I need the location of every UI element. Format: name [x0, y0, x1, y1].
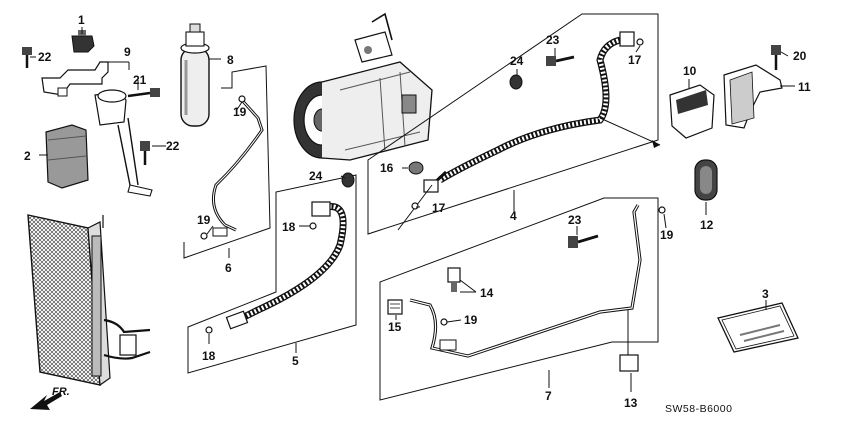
oring-17-upper [636, 38, 644, 46]
receiver-bracket [41, 61, 153, 197]
callout-22-lower: 22 [166, 139, 180, 153]
callout-18-upper: 18 [282, 220, 296, 234]
callout-17-lower: 17 [432, 201, 446, 215]
bolt-21 [127, 88, 160, 98]
callout-20: 20 [793, 49, 807, 63]
grommet-24-lower [341, 172, 355, 188]
grommet-24-upper [509, 74, 523, 90]
compressor [293, 12, 433, 161]
callout-5: 5 [292, 354, 299, 368]
switch-14 [447, 267, 461, 292]
callout-23-lower: 23 [568, 213, 582, 227]
callout-22-upper: 22 [38, 50, 52, 64]
oring-18-upper [309, 222, 317, 230]
callout-3: 3 [762, 287, 769, 301]
callout-10: 10 [683, 64, 697, 78]
cover-10 [669, 84, 715, 139]
callout-18-lower: 18 [202, 349, 216, 363]
front-direction-arrow: FR. [30, 386, 70, 410]
oring-19-upper [238, 95, 246, 103]
callout-1: 1 [78, 13, 85, 27]
group-box-4 [367, 13, 659, 235]
callout-24-lower: 24 [309, 169, 323, 183]
callout-9: 9 [124, 45, 131, 59]
callout-19-a: 19 [233, 105, 247, 119]
pipe-6 [212, 96, 264, 237]
receiver-drier [180, 23, 210, 127]
hose-4 [397, 31, 635, 231]
leader-arrow [652, 140, 660, 148]
callout-13: 13 [624, 396, 638, 410]
clip-part-1 [71, 30, 95, 53]
group-box-6 [183, 65, 271, 259]
bracket-11 [723, 64, 783, 129]
callout-11: 11 [798, 80, 811, 94]
callouts: 1 2 3 4 5 6 7 8 9 10 11 12 13 14 15 16 1… [24, 13, 811, 410]
callout-4: 4 [510, 209, 517, 223]
callout-6: 6 [225, 261, 232, 275]
callout-21: 21 [133, 73, 147, 87]
label-plate-3 [717, 302, 799, 353]
plug-15 [387, 299, 403, 315]
grommet-12 [694, 159, 718, 201]
callout-7: 7 [545, 389, 552, 403]
callout-19-d: 19 [464, 313, 478, 327]
diagram-code: SW58-B6000 [665, 403, 732, 415]
group-box-7 [379, 197, 659, 401]
callout-24-upper: 24 [510, 54, 524, 68]
leader-lines [30, 27, 795, 392]
oring-17-lower [411, 202, 419, 210]
oring-19-lower [200, 232, 208, 240]
bolt-22-upper [22, 47, 32, 68]
cap-16 [408, 161, 424, 175]
front-label: FR. [52, 386, 70, 398]
leader-to-4 [599, 117, 661, 146]
oring-19-pipe7-lower [440, 318, 448, 326]
pipe-7 [409, 204, 642, 372]
callout-17-upper: 17 [628, 53, 642, 67]
callout-19-c: 19 [660, 228, 674, 242]
oring-18-lower [205, 326, 213, 334]
callout-19-b: 19 [197, 213, 211, 227]
hose-5 [225, 201, 347, 330]
bolt-23-lower [568, 234, 599, 248]
group-box-5 [187, 174, 357, 374]
bolt-23-upper [546, 55, 575, 66]
callout-23-upper: 23 [546, 33, 560, 47]
callout-12: 12 [700, 218, 714, 232]
bolt-22-lower [140, 141, 150, 165]
callout-15: 15 [388, 320, 402, 334]
bolt-20 [771, 45, 781, 70]
callout-2: 2 [24, 149, 31, 163]
callout-16: 16 [380, 161, 394, 175]
condenser [27, 214, 151, 387]
callout-14: 14 [480, 286, 494, 300]
callout-8: 8 [227, 53, 234, 67]
pad-part-2 [45, 124, 89, 189]
oring-19-pipe7-upper [658, 206, 666, 214]
